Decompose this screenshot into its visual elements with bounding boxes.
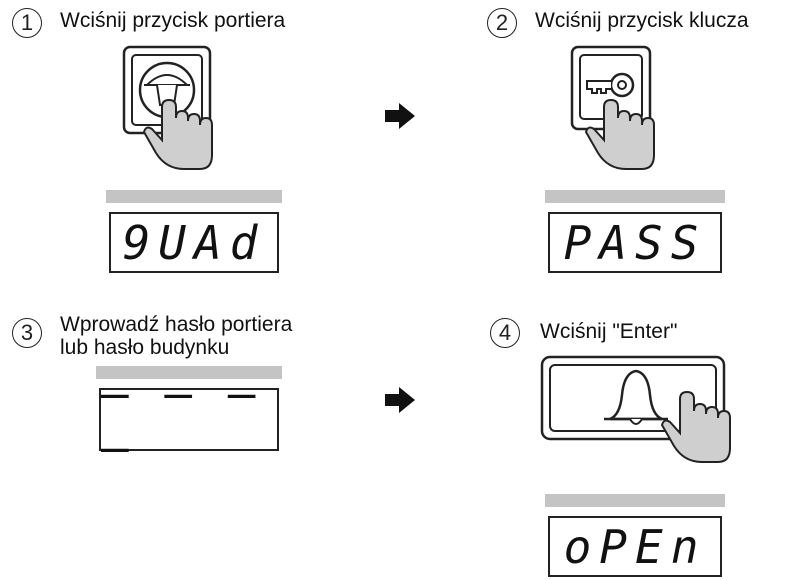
key-icon — [586, 72, 635, 98]
step-1-label: Wciśnij przycisk portiera — [60, 9, 286, 32]
step-2-label: Wciśnij przycisk klucza — [535, 9, 749, 32]
step-2-display: PASS — [545, 190, 725, 276]
step-3-number: 3 — [12, 318, 42, 348]
step-4-display: oPEn — [545, 494, 725, 580]
step-4-number: 4 — [490, 318, 520, 348]
step-1-display-text: 9UAd — [122, 215, 266, 270]
step-4-display-text: oPEn — [563, 519, 707, 574]
step-1-number: 1 — [12, 8, 42, 38]
bell-icon — [604, 369, 668, 425]
step-1-display: 9UAd — [106, 190, 282, 276]
pointing-hand-icon — [660, 390, 731, 463]
pointing-hand-icon — [584, 98, 655, 170]
enter-button[interactable] — [540, 355, 745, 475]
step-2-number: 2 — [487, 8, 517, 38]
right-arrow-icon — [385, 103, 415, 129]
step-2-display-text: PASS — [563, 215, 707, 270]
step-3-display[interactable]: – – – – — [96, 365, 282, 474]
key-button[interactable] — [570, 45, 670, 175]
guard-icon — [138, 61, 196, 119]
step-3-label-line1: Wprowadź hasło portiera — [60, 313, 293, 336]
step-3-display-text: – – – – — [101, 365, 260, 474]
pointing-hand-icon — [142, 98, 213, 170]
guard-button[interactable] — [122, 45, 234, 175]
step-3-label-line2: lub hasło budynku — [60, 336, 230, 359]
right-arrow-icon — [385, 387, 415, 413]
step-4-label: Wciśnij "Enter" — [540, 320, 678, 343]
